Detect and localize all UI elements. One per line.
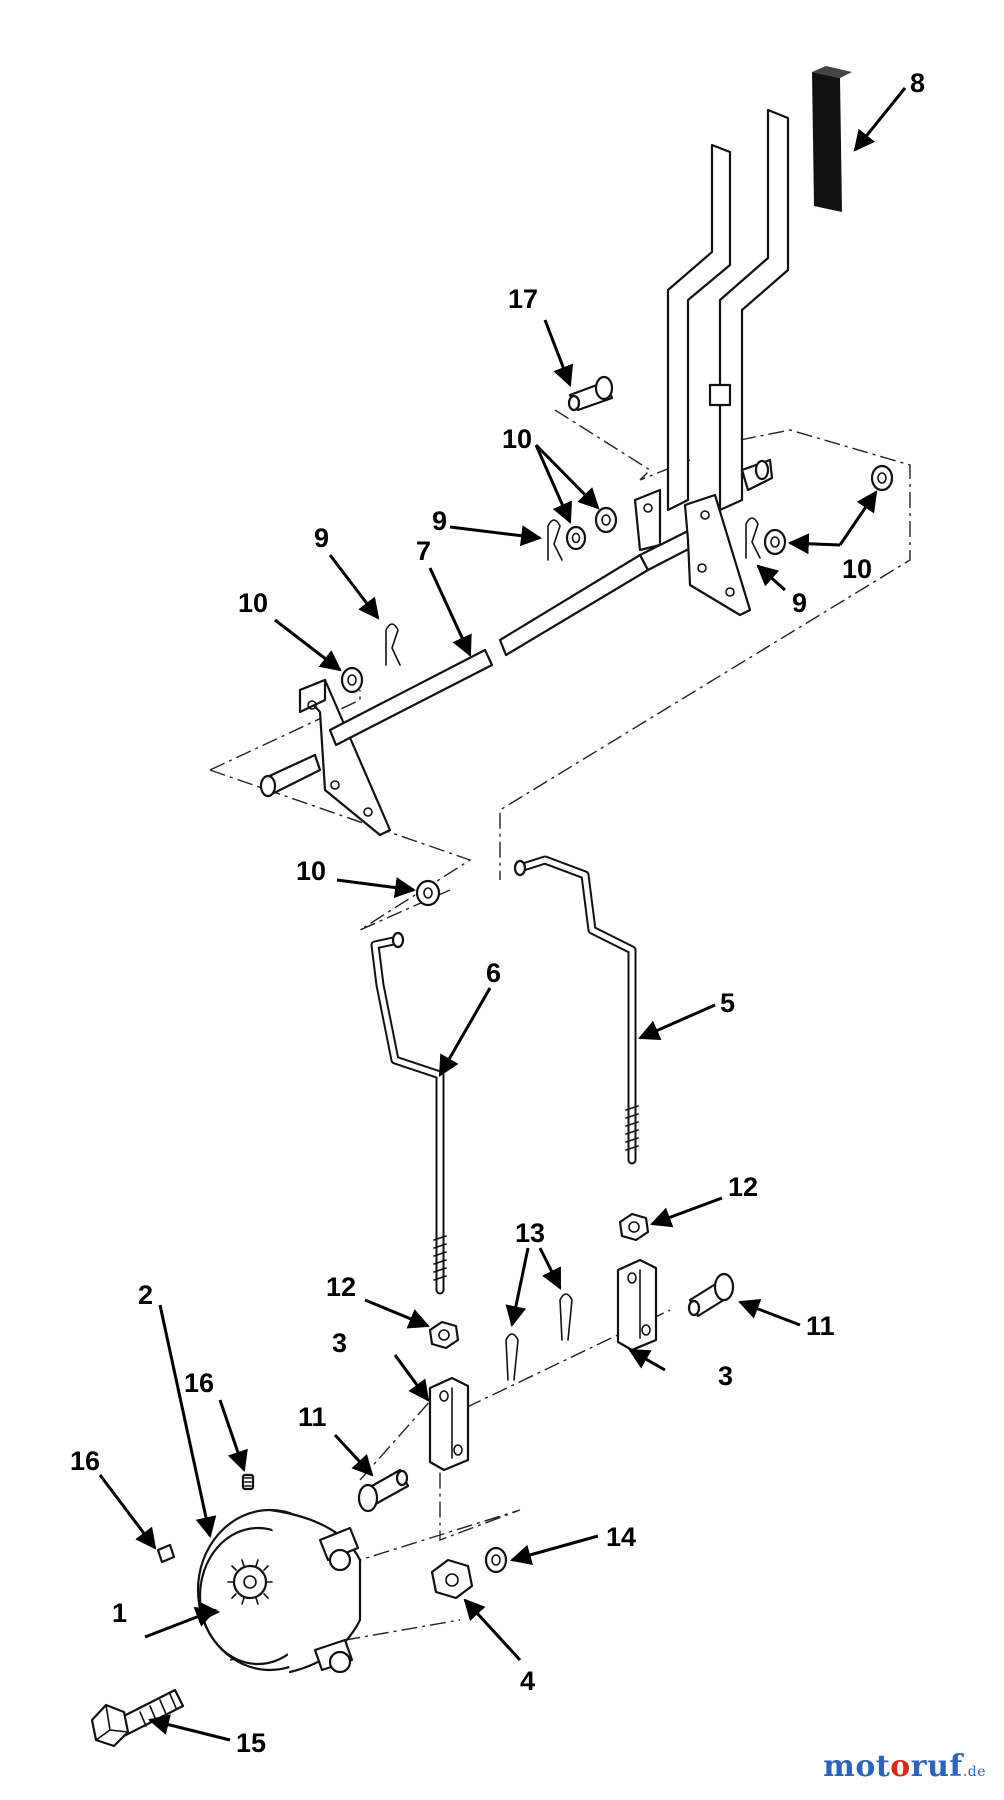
hub (232, 1564, 268, 1600)
hex-bolt (90, 1688, 185, 1748)
cross-shaft (328, 648, 494, 747)
callout-10-left: 10 (238, 588, 268, 618)
callout-10-lower: 10 (296, 856, 326, 886)
callout-13: 13 (515, 1218, 545, 1248)
lock-nut (430, 1558, 474, 1600)
callout-10-right: 10 (842, 554, 872, 584)
control-rod-5 (513, 855, 639, 1165)
callout-3-right: 3 (718, 1361, 733, 1391)
right-mounting-bracket (683, 493, 752, 617)
callout-11-right: 11 (806, 1311, 835, 1341)
clevis-pin-upper (567, 375, 614, 412)
pedal-pad (812, 66, 852, 212)
flat-washer (484, 1546, 508, 1574)
callout-9-mid: 9 (432, 506, 447, 536)
callout-6: 6 (486, 958, 501, 988)
watermark-part-2: o (890, 1749, 911, 1784)
callout-16-top: 16 (184, 1368, 214, 1398)
callout-labels: 1 2 3 3 4 5 6 7 8 9 9 9 10 10 10 10 10 1… (70, 68, 925, 1758)
callout-8: 8 (910, 68, 925, 98)
motoruf-watermark-logo: motoruf.de (823, 1749, 986, 1784)
callout-15: 15 (236, 1728, 266, 1758)
callout-10-top: 10 (502, 424, 532, 454)
clevis-pins (357, 1272, 735, 1513)
pedal-arm-rear (666, 143, 732, 512)
callout-2: 2 (138, 1280, 153, 1310)
control-rod-6 (370, 931, 447, 1295)
callout-9-left: 9 (314, 523, 329, 553)
pedal-arm-front (718, 108, 790, 512)
pedal-arms (666, 108, 790, 512)
clevises (428, 1258, 658, 1472)
callout-16-left: 16 (70, 1446, 100, 1476)
jam-nuts (428, 1212, 650, 1350)
set-screws (156, 1473, 255, 1564)
watermark-part-3: ruf (910, 1749, 963, 1784)
callout-11-left: 11 (298, 1402, 327, 1432)
brake-band-assembly (196, 1508, 362, 1674)
callout-4: 4 (520, 1666, 535, 1696)
callout-12-left: 12 (326, 1272, 356, 1302)
cotter-pins (505, 1293, 573, 1381)
callout-17: 17 (508, 284, 538, 314)
callout-9-right: 9 (792, 588, 807, 618)
callout-14: 14 (606, 1522, 636, 1552)
watermark-part-1: mot (823, 1749, 891, 1784)
leader-lines (98, 87, 907, 1742)
cross-shaft-assembly (259, 488, 752, 837)
callout-7: 7 (416, 536, 431, 566)
callout-1: 1 (112, 1598, 127, 1628)
watermark-suffix: .de (962, 1764, 986, 1780)
washers (340, 464, 894, 907)
callout-5: 5 (720, 988, 735, 1018)
callout-12-right: 12 (728, 1172, 758, 1202)
callout-3-left: 3 (332, 1328, 347, 1358)
